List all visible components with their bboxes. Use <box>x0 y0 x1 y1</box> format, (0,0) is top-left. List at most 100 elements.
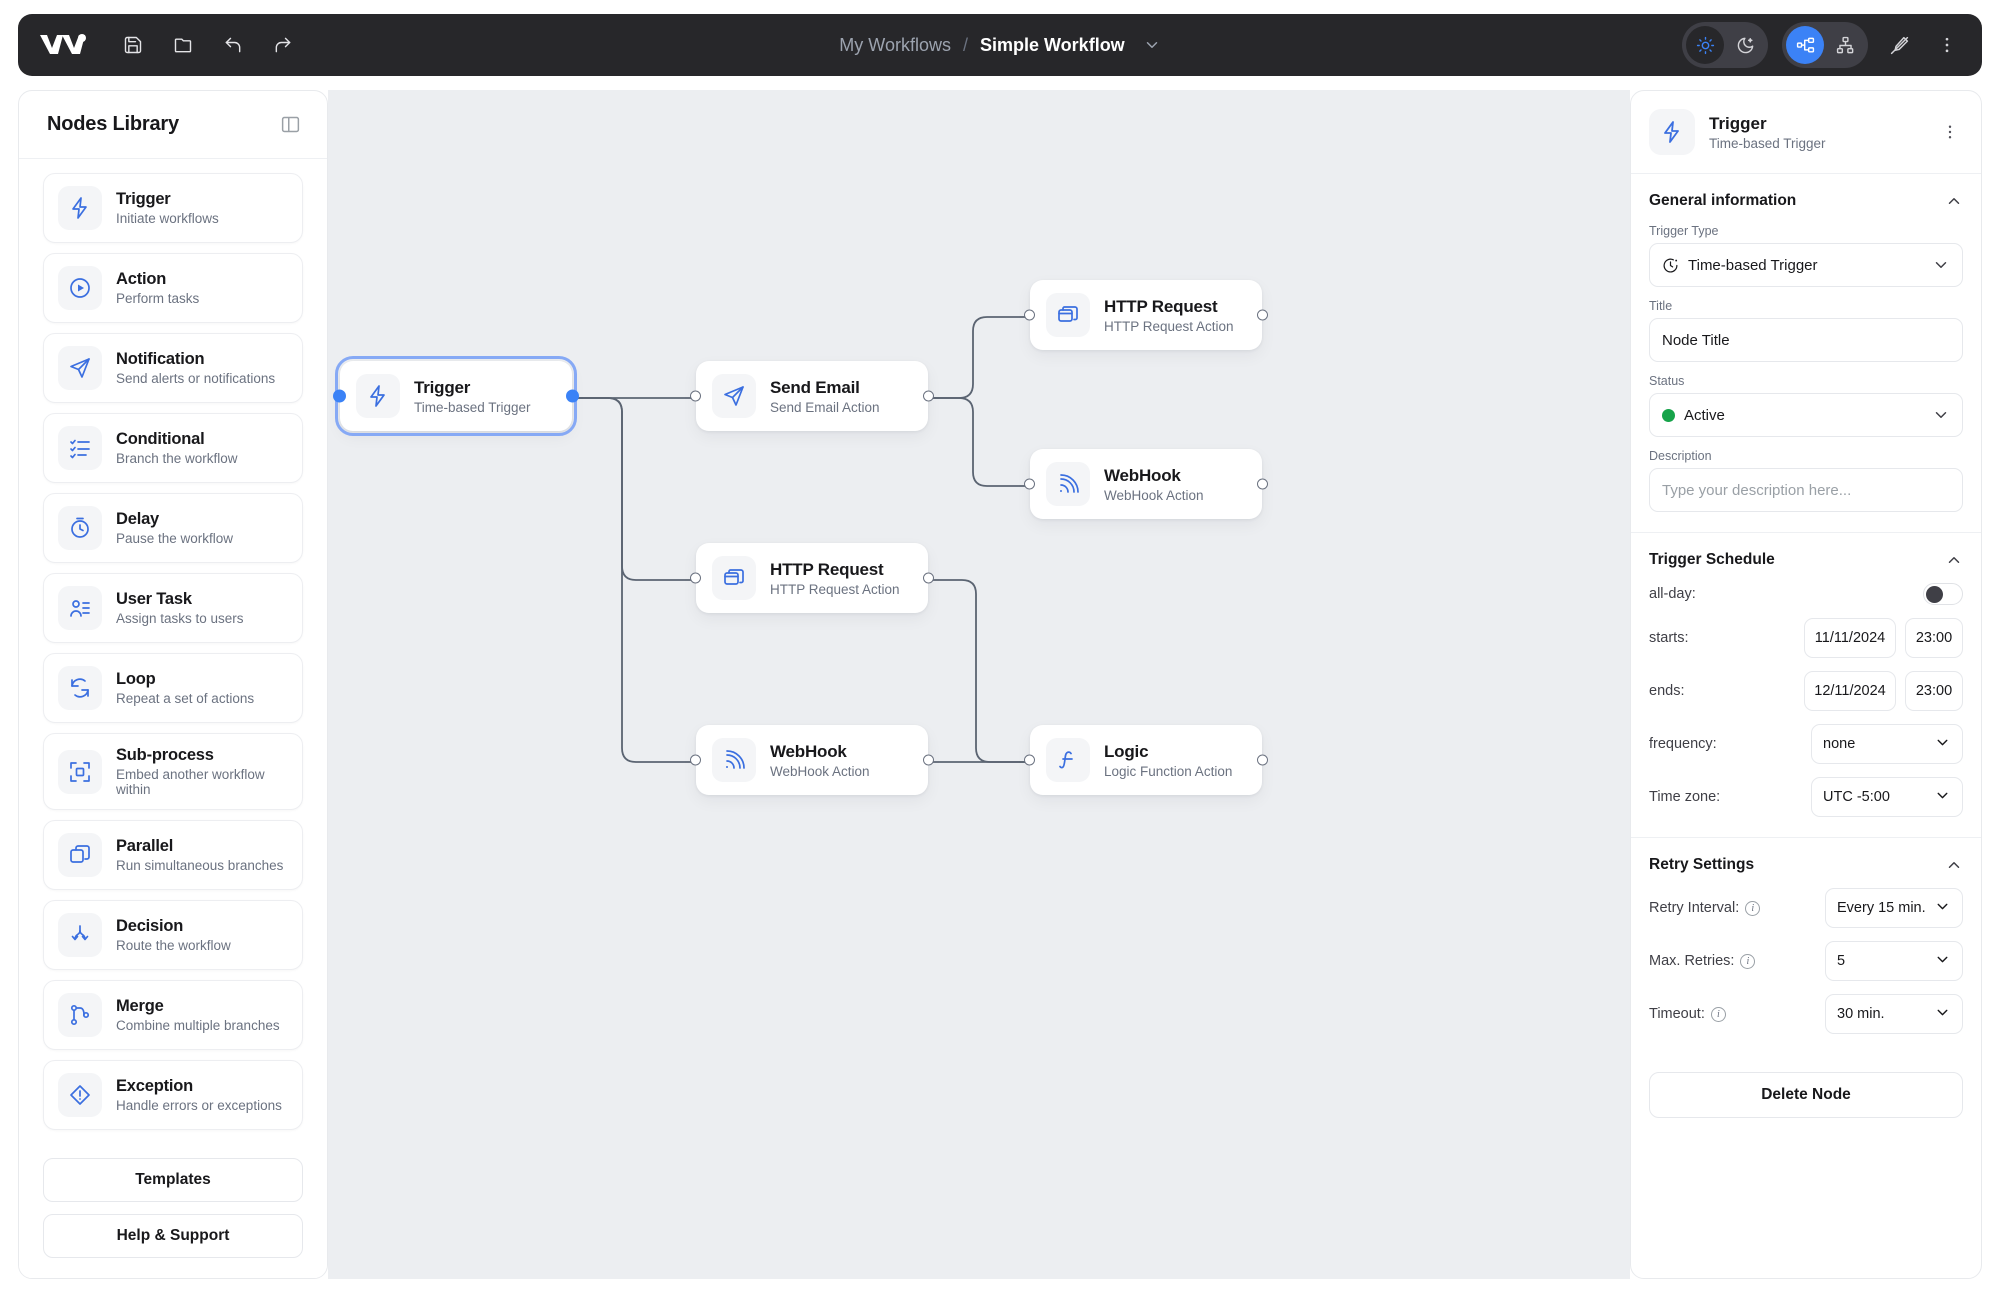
chevron-down-icon[interactable] <box>1143 36 1161 54</box>
refresh-icon <box>58 666 102 710</box>
vertical-layout-icon[interactable] <box>1826 26 1864 64</box>
delete-node-button[interactable]: Delete Node <box>1649 1072 1963 1118</box>
trigger-type-select[interactable]: Time-based Trigger <box>1649 243 1963 287</box>
chevron-up-icon[interactable] <box>1945 551 1963 569</box>
status-select[interactable]: Active <box>1649 393 1963 437</box>
window-icon <box>712 556 756 600</box>
info-icon[interactable]: i <box>1740 953 1756 969</box>
description-input[interactable]: Type your description here... <box>1649 468 1963 512</box>
starts-date-input[interactable]: 11/11/2024 <box>1804 618 1896 658</box>
general-information-header[interactable]: General information <box>1649 192 1963 210</box>
more-vertical-icon[interactable] <box>1930 28 1964 62</box>
chevron-down-icon[interactable] <box>1934 898 1951 919</box>
chevron-down-icon[interactable] <box>1934 1004 1951 1025</box>
starts-row: starts: 11/11/2024 23:00 <box>1649 618 1963 658</box>
templates-button[interactable]: Templates <box>43 1158 303 1202</box>
sun-icon[interactable] <box>1686 26 1724 64</box>
undo-icon[interactable] <box>220 32 246 58</box>
node-library-item-name: Trigger <box>116 190 171 208</box>
ends-time-input[interactable]: 23:00 <box>1905 671 1963 711</box>
edge-http2-to-logic <box>928 579 1030 763</box>
folder-open-icon[interactable] <box>170 32 196 58</box>
info-icon[interactable]: i <box>1710 1006 1726 1022</box>
node-output-port[interactable] <box>1257 309 1268 321</box>
retry-interval-select[interactable]: Every 15 min. <box>1825 888 1963 928</box>
node-library-item-desc: Embed another workflow within <box>116 767 265 797</box>
title-value: Node Title <box>1662 331 1730 349</box>
node-library-item-desc: Assign tasks to users <box>116 611 244 626</box>
chevron-up-icon[interactable] <box>1945 856 1963 874</box>
node-library-item-name: Notification <box>116 350 205 368</box>
redo-icon[interactable] <box>270 32 296 58</box>
chevron-down-icon[interactable] <box>1934 951 1951 972</box>
ends-row: ends: 12/11/2024 23:00 <box>1649 671 1963 711</box>
node-input-port[interactable] <box>1024 754 1035 766</box>
chevron-down-icon[interactable] <box>1934 734 1951 755</box>
starts-time-input[interactable]: 23:00 <box>1905 618 1963 658</box>
node-input-port[interactable] <box>690 572 701 584</box>
max-retries-select[interactable]: 5 <box>1825 941 1963 981</box>
canvas-node-subtitle: HTTP Request Action <box>770 581 900 597</box>
node-output-port[interactable] <box>923 572 934 584</box>
save-icon[interactable] <box>120 32 146 58</box>
retry-settings-header[interactable]: Retry Settings <box>1649 856 1963 874</box>
node-output-port[interactable] <box>566 389 579 403</box>
timezone-select[interactable]: UTC -5:00 <box>1811 777 1963 817</box>
panel-collapse-icon[interactable] <box>280 114 301 135</box>
frequency-select[interactable]: none <box>1811 724 1963 764</box>
node-input-port[interactable] <box>690 754 701 766</box>
chevron-up-icon[interactable] <box>1945 192 1963 210</box>
node-output-port[interactable] <box>1257 754 1268 766</box>
all-day-toggle[interactable] <box>1923 583 1963 605</box>
ends-date-input[interactable]: 12/11/2024 <box>1804 671 1896 711</box>
trigger-schedule-header[interactable]: Trigger Schedule <box>1649 551 1963 569</box>
breadcrumb-parent[interactable]: My Workflows <box>839 34 951 55</box>
starts-label: starts: <box>1649 630 1689 646</box>
canvas-node-name: HTTP Request <box>1104 296 1218 316</box>
node-output-port[interactable] <box>1257 478 1268 490</box>
horizontal-layout-icon[interactable] <box>1786 26 1824 64</box>
node-input-port[interactable] <box>1024 478 1035 490</box>
node-input-port[interactable] <box>333 389 346 403</box>
node-output-port[interactable] <box>923 754 934 766</box>
more-vertical-icon[interactable] <box>1937 119 1963 145</box>
title-input[interactable]: Node Title <box>1649 318 1963 362</box>
workflow-logo[interactable] <box>36 29 90 61</box>
rss-icon <box>712 738 756 782</box>
help-support-button[interactable]: Help & Support <box>43 1214 303 1258</box>
moon-icon[interactable] <box>1726 26 1764 64</box>
node-input-port[interactable] <box>1024 309 1035 321</box>
chevron-down-icon[interactable] <box>1932 406 1950 424</box>
chevron-down-icon[interactable] <box>1932 256 1950 274</box>
node-input-port[interactable] <box>690 390 701 402</box>
node-output-port[interactable] <box>923 390 934 402</box>
edit-off-icon[interactable] <box>1882 28 1916 62</box>
node-library-item-desc: Handle errors or exceptions <box>116 1098 282 1113</box>
info-icon[interactable]: i <box>1745 900 1761 916</box>
timeout-select[interactable]: 30 min. <box>1825 994 1963 1034</box>
chevron-down-icon[interactable] <box>1934 787 1951 808</box>
